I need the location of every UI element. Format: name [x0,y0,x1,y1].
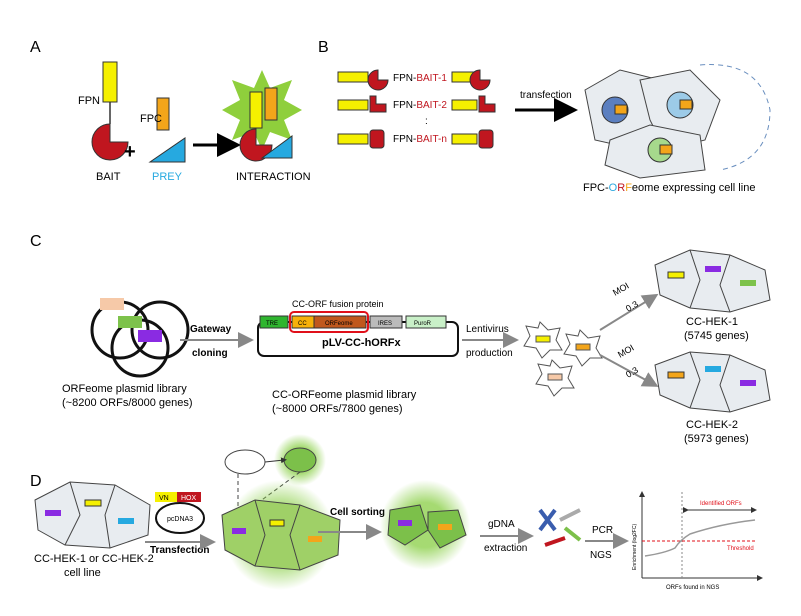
chromosomes-icon [538,508,582,547]
bait-protein [91,123,129,161]
panel-d: D CC-HEK-1 or CC-HEK-2 cell line VN HOX … [30,434,763,591]
svg-text:Enrichment (log2FC): Enrichment (log2FC) [632,524,638,570]
svg-text::: : [425,116,428,127]
orfeome-plasmids [90,298,190,378]
svg-text:production: production [466,348,513,359]
svg-text:MOI: MOI [616,343,636,360]
fpc-fragment [156,97,170,131]
svg-text:ORFeome: ORFeome [325,321,353,327]
svg-text:CC: CC [298,321,307,327]
svg-text:ORFeome plasmid library: ORFeome plasmid library [62,383,187,395]
svg-text:gDNA: gDNA [488,519,515,530]
svg-text:(~8000 ORFs/7800 genes): (~8000 ORFs/7800 genes) [272,403,403,415]
svg-text:0.3: 0.3 [624,299,640,314]
pcdna3-plasmid: VN HOX pcDNA3 [155,492,205,534]
svg-text:Threshold: Threshold [727,546,754,552]
svg-text:(5745 genes): (5745 genes) [684,330,749,342]
svg-text:HOX: HOX [181,495,197,502]
enrichment-plot: Identified ORFs Threshold Enrichment (lo… [632,491,763,591]
bait-row-1: FPN-BAIT-1 [337,69,491,91]
svg-text:pcDNA3: pcDNA3 [167,516,193,523]
svg-text:Identified ORFs: Identified ORFs [700,501,742,507]
svg-text:cloning: cloning [192,348,228,359]
svg-text:ORFs found in NGS: ORFs found in NGS [666,585,719,591]
bait-row-n: FPN-BAIT-n [337,129,494,149]
svg-text:FPN-BAIT-n: FPN-BAIT-n [393,134,447,145]
interaction-label: INTERACTION [236,171,311,183]
svg-text:Cell sorting: Cell sorting [330,507,385,518]
cell-line-illustration [584,64,771,179]
fpn-label: FPN [78,95,100,107]
svg-text:CC-ORF fusion protein: CC-ORF fusion protein [292,299,384,309]
panel-a-label: A [30,39,41,56]
transfected-cells [221,434,341,590]
panel-b: B FPN-BAIT-1 FPN-BAIT-2 : FPN-BAIT-n tra… [318,39,771,194]
svg-text:extraction: extraction [484,543,527,554]
svg-text:(~8200 ORFs/8000 genes): (~8200 ORFs/8000 genes) [62,397,193,409]
panel-c-label: C [30,233,42,250]
cell-line-cells [34,481,151,549]
vector-map: TRE CC ORFeome IRES PuroR pLV-CC-hORFx [257,311,459,357]
svg-text:TRE: TRE [266,321,278,327]
fpn-fragment [102,61,118,103]
svg-text:FPN-BAIT-2: FPN-BAIT-2 [393,100,447,111]
svg-text:Transfection: Transfection [150,545,209,556]
svg-text:0.3: 0.3 [624,365,640,380]
svg-text:VN: VN [159,495,169,502]
lentivirus-particles [523,321,603,397]
transfection-label: transfection [520,90,572,101]
svg-text:(5973 genes): (5973 genes) [684,433,749,445]
svg-text:CC-HEK-2: CC-HEK-2 [686,419,738,431]
plus-sign: + [124,141,136,163]
svg-text:Gateway: Gateway [190,324,232,335]
svg-text:CC-HEK-1 or CC-HEK-2: CC-HEK-1 or CC-HEK-2 [34,553,154,565]
svg-text:MOI: MOI [611,281,631,298]
svg-text:NGS: NGS [590,550,612,561]
svg-text:FPN-BAIT-1: FPN-BAIT-1 [393,73,447,84]
svg-text:PuroR: PuroR [414,321,432,327]
panel-a: A FPN BAIT + FPC PREY INTERACTION [30,39,311,183]
svg-text:pLV-CC-hORFx: pLV-CC-hORFx [322,337,402,349]
svg-text:CC-ORFeome plasmid library: CC-ORFeome plasmid library [272,389,417,401]
prey-label: PREY [152,171,183,183]
svg-text:cell line: cell line [64,567,101,579]
bait-label: BAIT [96,171,121,183]
panel-c: C ORFeome plasmid library (~8200 ORFs/80… [30,233,771,445]
sorted-cells [380,480,470,570]
fpc-label: FPC [140,113,162,125]
panel-b-label: B [318,39,329,56]
svg-text:PCR: PCR [592,525,613,536]
svg-text:CC-HEK-1: CC-HEK-1 [686,316,738,328]
panel-d-label: D [30,473,42,490]
svg-text:Lentivirus: Lentivirus [466,324,509,335]
arrow-icon [599,354,659,387]
svg-text:IRES: IRES [378,321,392,327]
arrow-icon [599,293,659,331]
cc-hek-2-cells [654,351,771,413]
bait-row-2: FPN-BAIT-2 [337,95,496,113]
cell-line-label: FPC-ORFeome expressing cell line [583,182,755,194]
cc-hek-1-cells [654,249,771,313]
prey-protein [148,137,186,163]
